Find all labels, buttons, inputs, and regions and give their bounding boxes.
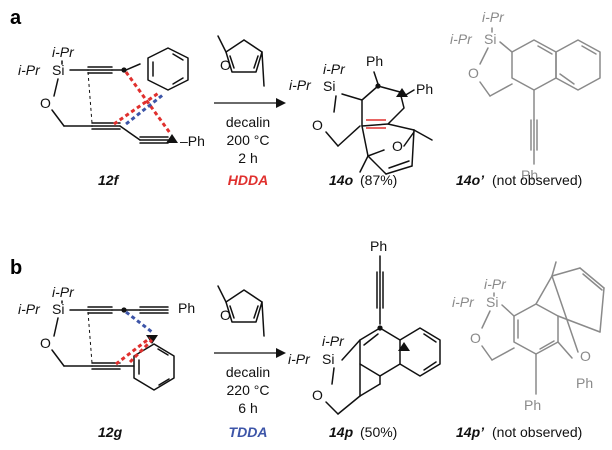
ipr-label: i-Pr [52,284,75,300]
ipr-label: i-Pr [323,61,346,77]
alt-product-label-14o-prime: 14o’ [456,172,485,188]
ph-label: –Ph [180,133,205,149]
si-label: Si [322,351,334,367]
o-label: O [40,95,51,111]
o-label: O [220,57,231,73]
furan-reagent-b: O [217,285,265,337]
ph-label: Ph [576,375,593,391]
reactant-label-12g: 12g [98,424,123,440]
si-label: Si [323,78,335,94]
ipr-label: i-Pr [452,294,475,310]
ipr-label: i-Pr [322,333,345,349]
alt-product-note-14p-prime: (not observed) [492,424,582,440]
ipr-label: i-Pr [289,77,312,93]
o-label: O [312,387,323,403]
product-14o-structure: i-Pr i-Pr Si O Ph Ph O [289,53,433,175]
reactant-label-12f: 12f [98,172,120,188]
ipr-label: i-Pr [484,276,507,292]
reactant-12g-structure: i-Pr i-Pr Si O Ph [18,284,195,391]
ph-label: Ph [416,81,433,97]
ph-label: Ph [178,300,195,316]
o-label: O [220,307,231,323]
alt-product-label-14p-prime: 14p’ [456,424,485,440]
o-label: O [470,330,481,346]
reactant-12f-structure: i-Pr i-Pr Si O –Ph [18,44,205,149]
alt-product-note-14o-prime: (not observed) [492,172,582,188]
ph-label: Ph [366,53,383,69]
condition-time: 2 h [238,150,257,166]
product-14p-structure: Ph i-Pr i-Pr Si O [288,238,441,415]
ipr-label: i-Pr [288,351,311,367]
ipr-label: i-Pr [18,62,41,78]
condition-temperature: 220 °C [227,382,270,398]
alt-product-14o-prime-structure: i-Pr i-Pr Si O Ph [450,9,601,183]
reaction-type-tdda: TDDA [229,424,268,440]
o-label: O [40,335,51,351]
si-label: Si [52,62,64,78]
ph-label: Ph [521,167,538,183]
condition-solvent: decalin [226,364,270,380]
o-label: O [312,117,323,133]
ph-label: Ph [524,397,541,413]
si-label: Si [52,301,64,317]
alt-product-14p-prime-structure: i-Pr i-Pr Si O O Ph Ph [452,261,605,413]
reaction-arrow-b [214,348,286,358]
o-label: O [580,348,591,364]
condition-temperature: 200 °C [227,132,270,148]
si-label: Si [486,294,498,310]
product-yield-14o: (87%) [360,172,397,188]
ipr-label: i-Pr [52,44,75,60]
panel-label-b: b [10,257,22,279]
furan-reagent-a: O [217,35,265,87]
ipr-label: i-Pr [18,301,41,317]
ipr-label: i-Pr [482,9,505,25]
panel-label-a: a [10,7,22,29]
condition-time: 6 h [238,400,257,416]
si-label: Si [484,31,496,47]
product-yield-14p: (50%) [360,424,397,440]
condition-solvent: decalin [226,114,270,130]
reaction-arrow-a [214,98,286,108]
product-label-14o: 14o [329,172,354,188]
reaction-type-hdda: HDDA [228,172,268,188]
product-label-14p: 14p [329,424,354,440]
o-label: O [468,65,479,81]
ph-label: Ph [370,238,387,254]
o-label: O [392,138,403,154]
ipr-label: i-Pr [450,31,473,47]
